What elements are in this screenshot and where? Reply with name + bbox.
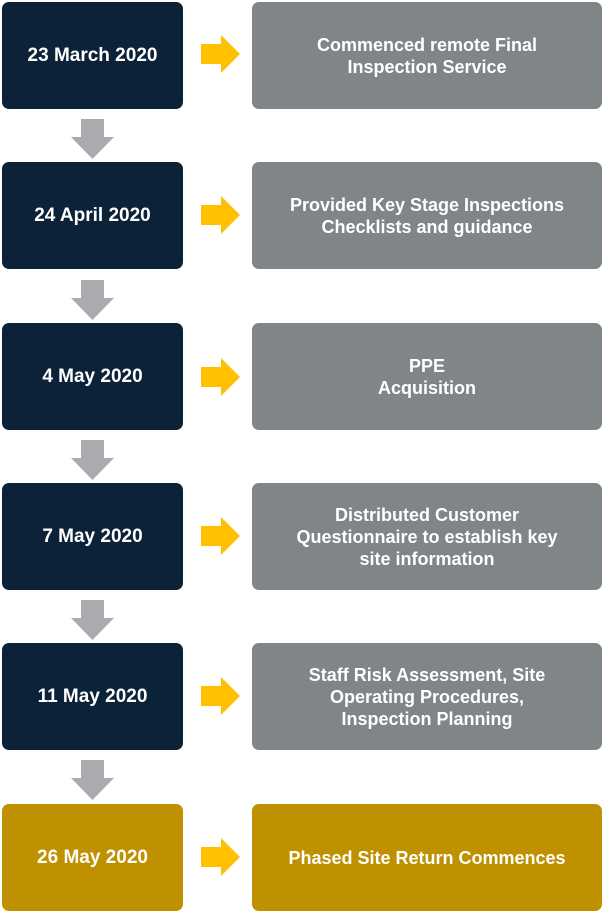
description-label: Distributed Customer Questionnaire to es…	[296, 504, 558, 569]
arrow-right-icon	[201, 35, 240, 73]
description-box-step-1: Commenced remote Final Inspection Servic…	[252, 2, 602, 109]
date-label: 26 May 2020	[37, 846, 148, 868]
description-box-step-2: Provided Key Stage Inspections Checklist…	[252, 162, 602, 269]
description-box-step-5: Staff Risk Assessment, Site Operating Pr…	[252, 643, 602, 750]
description-label: Staff Risk Assessment, Site Operating Pr…	[308, 664, 546, 729]
date-label: 24 April 2020	[34, 204, 151, 226]
date-label: 7 May 2020	[42, 525, 143, 547]
arrow-down-icon	[71, 760, 114, 800]
arrow-right-icon	[201, 358, 240, 396]
description-box-step-6: Phased Site Return Commences	[252, 804, 602, 911]
description-box-step-4: Distributed Customer Questionnaire to es…	[252, 483, 602, 590]
description-label: Phased Site Return Commences	[288, 847, 566, 868]
date-box-step-6: 26 May 2020	[2, 804, 183, 911]
arrow-right-icon	[201, 517, 240, 555]
description-label: Commenced remote Final Inspection Servic…	[316, 34, 538, 77]
date-box-step-2: 24 April 2020	[2, 162, 183, 269]
arrow-down-icon	[71, 280, 114, 320]
date-label: 23 March 2020	[27, 44, 158, 66]
description-label: Provided Key Stage Inspections Checklist…	[289, 194, 565, 237]
date-label: 4 May 2020	[42, 365, 143, 387]
arrow-down-icon	[71, 600, 114, 640]
arrow-right-icon	[201, 196, 240, 234]
arrow-right-icon	[201, 677, 240, 715]
date-label: 11 May 2020	[37, 685, 148, 707]
arrow-down-icon	[71, 119, 114, 159]
description-label: PPE Acquisition	[378, 355, 476, 398]
description-box-step-3: PPE Acquisition	[252, 323, 602, 430]
arrow-right-icon	[201, 838, 240, 876]
date-box-step-4: 7 May 2020	[2, 483, 183, 590]
date-box-step-3: 4 May 2020	[2, 323, 183, 430]
arrow-down-icon	[71, 440, 114, 480]
date-box-step-5: 11 May 2020	[2, 643, 183, 750]
date-box-step-1: 23 March 2020	[2, 2, 183, 109]
